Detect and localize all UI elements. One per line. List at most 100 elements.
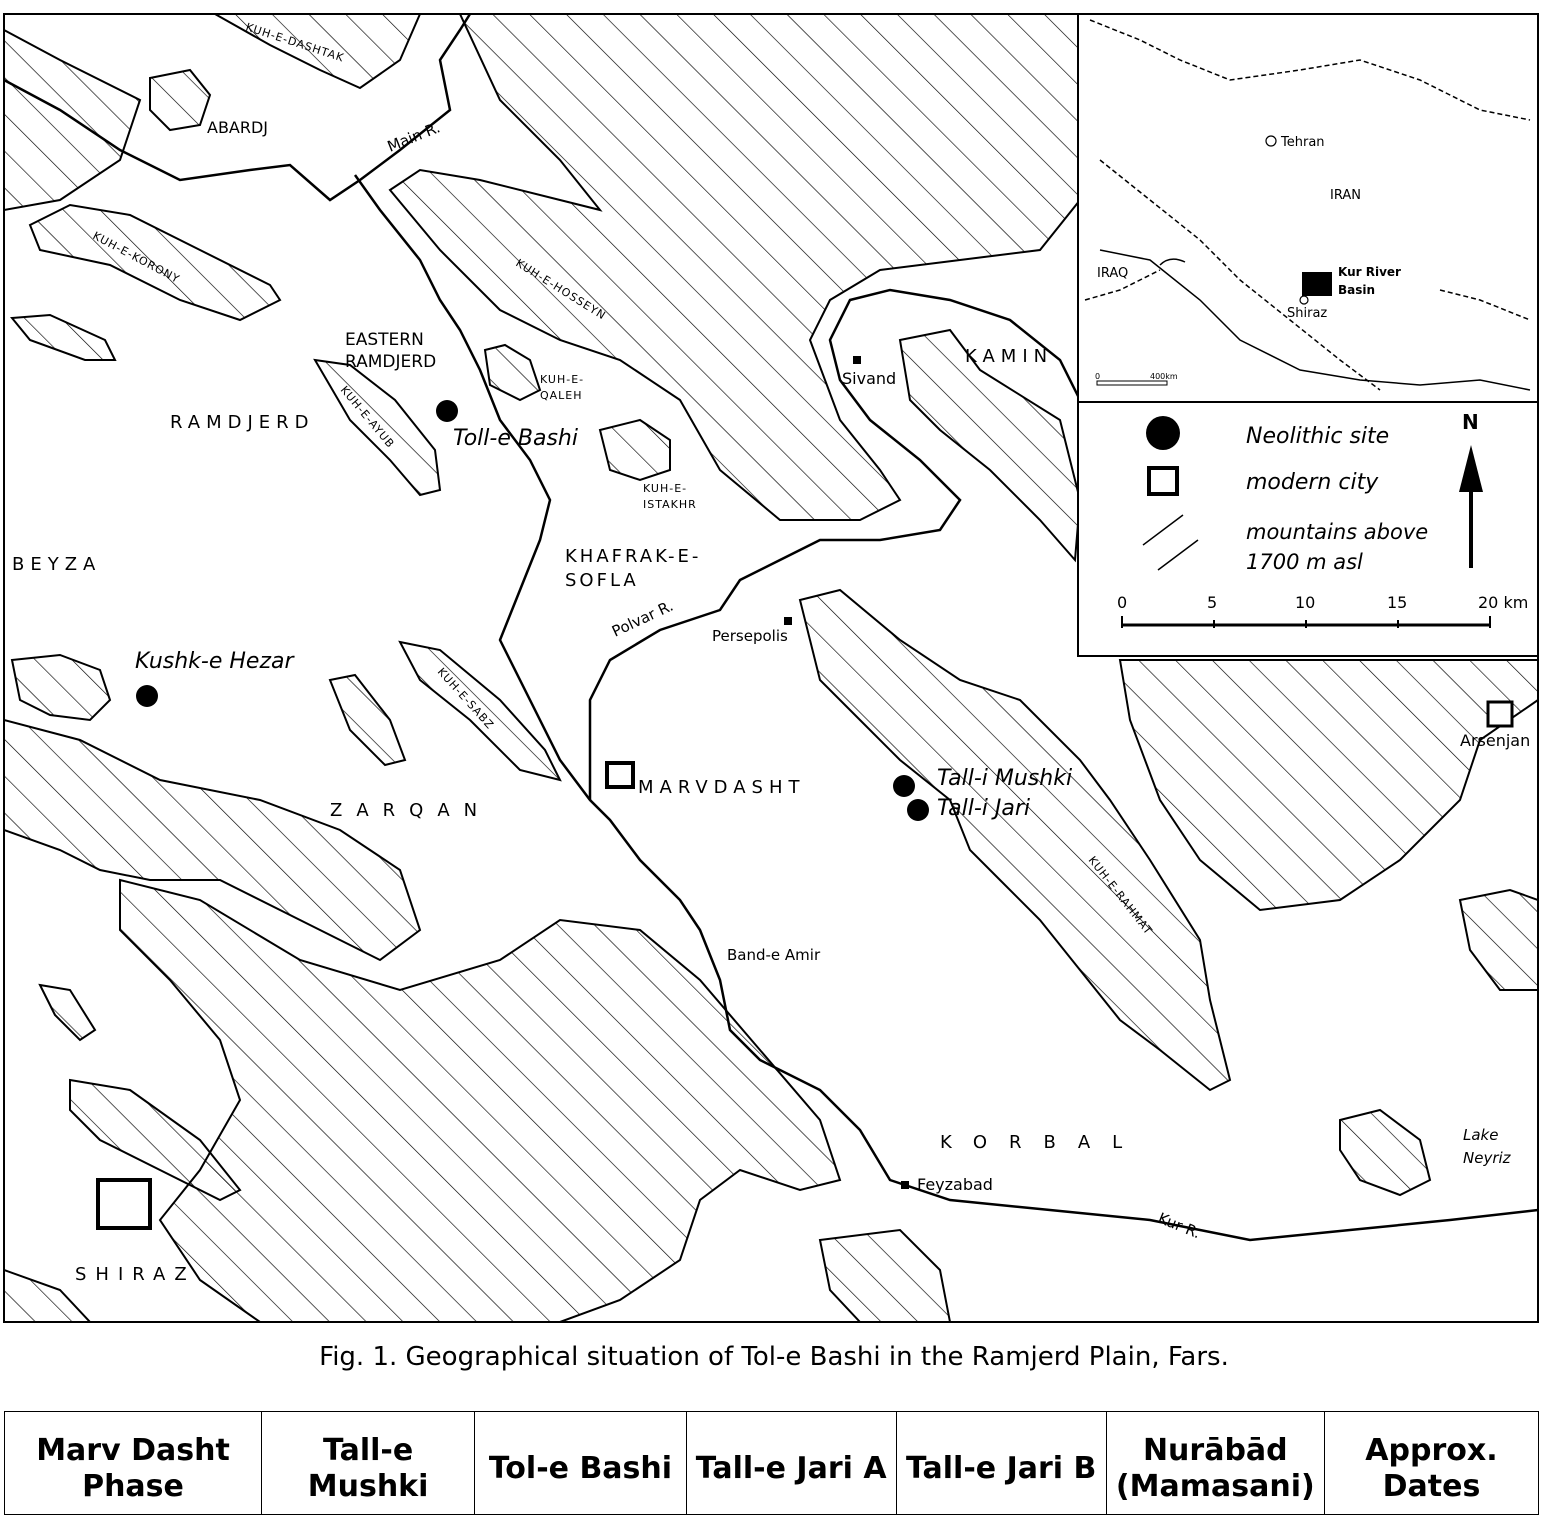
mountain-east [1118, 659, 1538, 912]
table-header: Marv Dasht Phase [4, 1411, 262, 1515]
scale-tick-5: 5 [1207, 593, 1217, 612]
town-sivand: Sivand [842, 369, 896, 388]
town-feyzabad: Feyzabad [917, 1175, 993, 1194]
scale-tick-20: 20 km [1478, 593, 1528, 612]
inset-scale-400: 400km [1150, 372, 1178, 381]
mountain-areas [4, 14, 1538, 1322]
mountain-bottom [818, 1228, 952, 1322]
table-header: Tall-e Mushki [260, 1411, 476, 1515]
inset-shiraz: Shiraz [1287, 306, 1327, 321]
mountain-east-small [1458, 888, 1538, 991]
region-zarqan: ZARQAN [330, 800, 491, 821]
legend-mountains-1: mountains above [1246, 520, 1428, 544]
mountain-small-1 [10, 313, 117, 361]
mountain-lake [1339, 1108, 1432, 1197]
mountain-west [4, 28, 142, 212]
city-marker-marvdasht [605, 761, 635, 789]
table-header: Tol-e Bashi [474, 1411, 687, 1515]
lake-label-1: Lake [1463, 1126, 1498, 1144]
site-marker-tall-i-jari [907, 799, 929, 821]
mountain-small-2 [328, 673, 407, 767]
chronology-table: Marv Dasht Phase Tall-e Mushki Tol-e Bas… [4, 1411, 1540, 1515]
table-header-row: Marv Dasht Phase Tall-e Mushki Tol-e Bas… [4, 1411, 1540, 1515]
mountain-hosseyn [388, 14, 1081, 521]
mountain-sw-small [38, 983, 97, 1042]
region-shiraz: SHIRAZ [75, 1264, 196, 1285]
city-marker-arsenjan [1486, 700, 1514, 728]
inset-iran: IRAN [1330, 188, 1361, 203]
site-marker-kushk-e-hezar [136, 685, 158, 707]
site-tall-i-mushki: Tall-i Mushki [937, 766, 1072, 791]
river-main-south [353, 174, 1539, 1242]
town-band-e-amir: Band-e Amir [727, 946, 821, 964]
site-kushk-e-hezar: Kushk-e Hezar [135, 649, 295, 674]
mountain-southwest [4, 718, 422, 962]
legend-north: N [1462, 410, 1479, 434]
figure-caption: Fig. 1. Geographical situation of Tol-e … [319, 1342, 1229, 1372]
mountain-kushk [10, 653, 112, 722]
mountain-sabz [398, 640, 562, 782]
site-marker-tall-i-mushki [893, 775, 915, 797]
inset-iraq: IRAQ [1097, 266, 1128, 281]
mountain-label-qaleh-2: QALEH [540, 389, 583, 402]
legend-city: modern city [1246, 470, 1379, 495]
mountain-ayub [313, 358, 442, 497]
inset-scale-0: 0 [1095, 372, 1100, 381]
scale-tick-0: 0 [1117, 593, 1127, 612]
site-tall-i-jari: Tall-i Jari [937, 796, 1030, 821]
lake-label-2: Neyriz [1463, 1149, 1512, 1167]
region-beyza: BEYZA [12, 554, 101, 575]
scale-tick-15: 15 [1387, 593, 1407, 612]
mountain-label-istakhr-1: KUH-E- [643, 482, 687, 495]
inset-kur-1: Kur River [1338, 265, 1401, 279]
region-kamin: KAMIN [965, 346, 1053, 367]
region-ramdjerd: RAMDJERD [170, 412, 315, 433]
mountain-qaleh [483, 343, 542, 402]
city-marker-shiraz [96, 1178, 152, 1230]
scale-tick-10: 10 [1295, 593, 1315, 612]
legend-neolithic: Neolithic site [1246, 424, 1389, 449]
site-marker-toll-e-bashi [436, 400, 458, 422]
legend-mountains-symbol [1142, 514, 1199, 571]
town-persepolis: Persepolis [712, 627, 788, 645]
mountain-kamin [898, 328, 1082, 563]
legend: Neolithic site modern city mountains abo… [1077, 401, 1539, 657]
map: ABARDJ EASTERN RAMDJERD RAMDJERD BEYZA Z… [3, 13, 1539, 1323]
mountain-south-central [119, 878, 842, 1322]
region-khafrak-1: KHAFRAK-E- [565, 546, 701, 567]
table-header: Tall-e Jari B [895, 1411, 1107, 1515]
inset-map: Tehran IRAN IRAQ Kur River Basin Shiraz … [1077, 13, 1539, 403]
river-main [3, 13, 472, 202]
legend-city-symbol [1147, 466, 1179, 496]
table-header: Tall-e Jari A [685, 1411, 897, 1515]
rivers [3, 13, 1539, 1242]
inset-kur-2: Basin [1338, 283, 1375, 297]
region-abardj: ABARDJ [207, 118, 268, 137]
inset-tehran: Tehran [1280, 135, 1325, 150]
river-polvar [588, 288, 1082, 800]
legend-mountains-2: 1700 m asl [1246, 550, 1363, 574]
region-khafrak-2: SOFLA [565, 570, 639, 591]
mountain-rahmat [798, 588, 1232, 1092]
town-marker-persepolis [784, 617, 792, 625]
mountain-istakhr [598, 418, 671, 482]
mountain-shiraz [69, 1078, 242, 1202]
town-marker-sivand [853, 356, 861, 364]
mountain-korony [28, 203, 282, 322]
region-eastern-ramdjerd-1: EASTERN [345, 330, 424, 350]
legend-neolithic-symbol [1146, 416, 1180, 450]
mountain-label-qaleh-1: KUH-E- [540, 373, 584, 386]
mountain-sw-corner [4, 1268, 92, 1322]
region-marvdasht: MARVDASHT [638, 777, 806, 798]
mountain-dashtak [212, 14, 422, 90]
table-header: Approx. Dates [1323, 1411, 1540, 1515]
region-eastern-ramdjerd-2: RAMDJERD [345, 352, 436, 372]
town-marker-feyzabad [901, 1181, 909, 1189]
region-korbal: KORBAL [940, 1132, 1144, 1153]
table-header: Nurābād (Mamasani) [1105, 1411, 1325, 1515]
mountain-abardj [149, 68, 212, 132]
mountain-label-istakhr-2: ISTAKHR [643, 498, 697, 511]
town-arsenjan: Arsenjan [1460, 731, 1530, 750]
north-arrow-icon [1459, 445, 1483, 492]
site-toll-e-bashi: Toll-e Bashi [453, 426, 578, 451]
